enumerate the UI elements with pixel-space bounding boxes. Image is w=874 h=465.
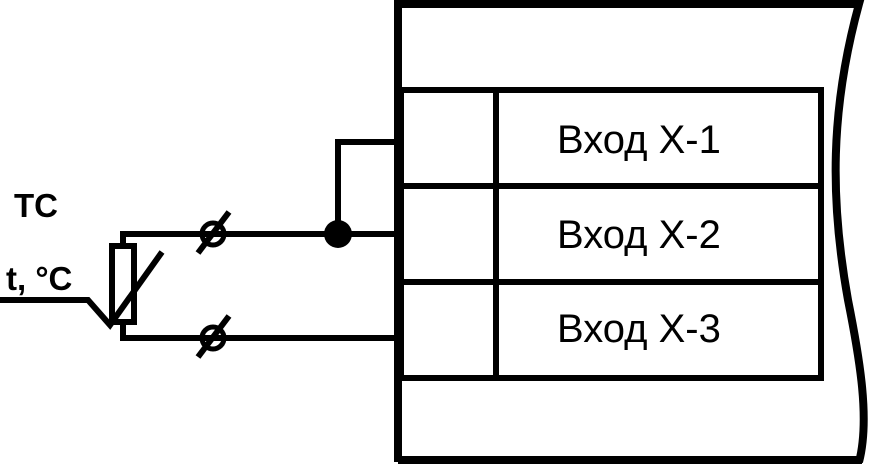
terminal-label-x1: Вход Х-1 [557,118,721,162]
connector-symbol-upper [195,210,232,255]
thermistor-symbol [0,243,165,330]
junction-dot [324,220,352,248]
terminal-label-x3: Вход Х-3 [557,307,721,351]
sensor-type-label: ТС [14,187,58,224]
device-housing [394,0,868,464]
connector-symbol-lower [195,314,232,359]
terminal-label-x2: Вход Х-2 [557,213,721,257]
sensor-measure-label: t, °C [6,260,72,297]
wire-jumper-x1-x2 [335,139,401,234]
